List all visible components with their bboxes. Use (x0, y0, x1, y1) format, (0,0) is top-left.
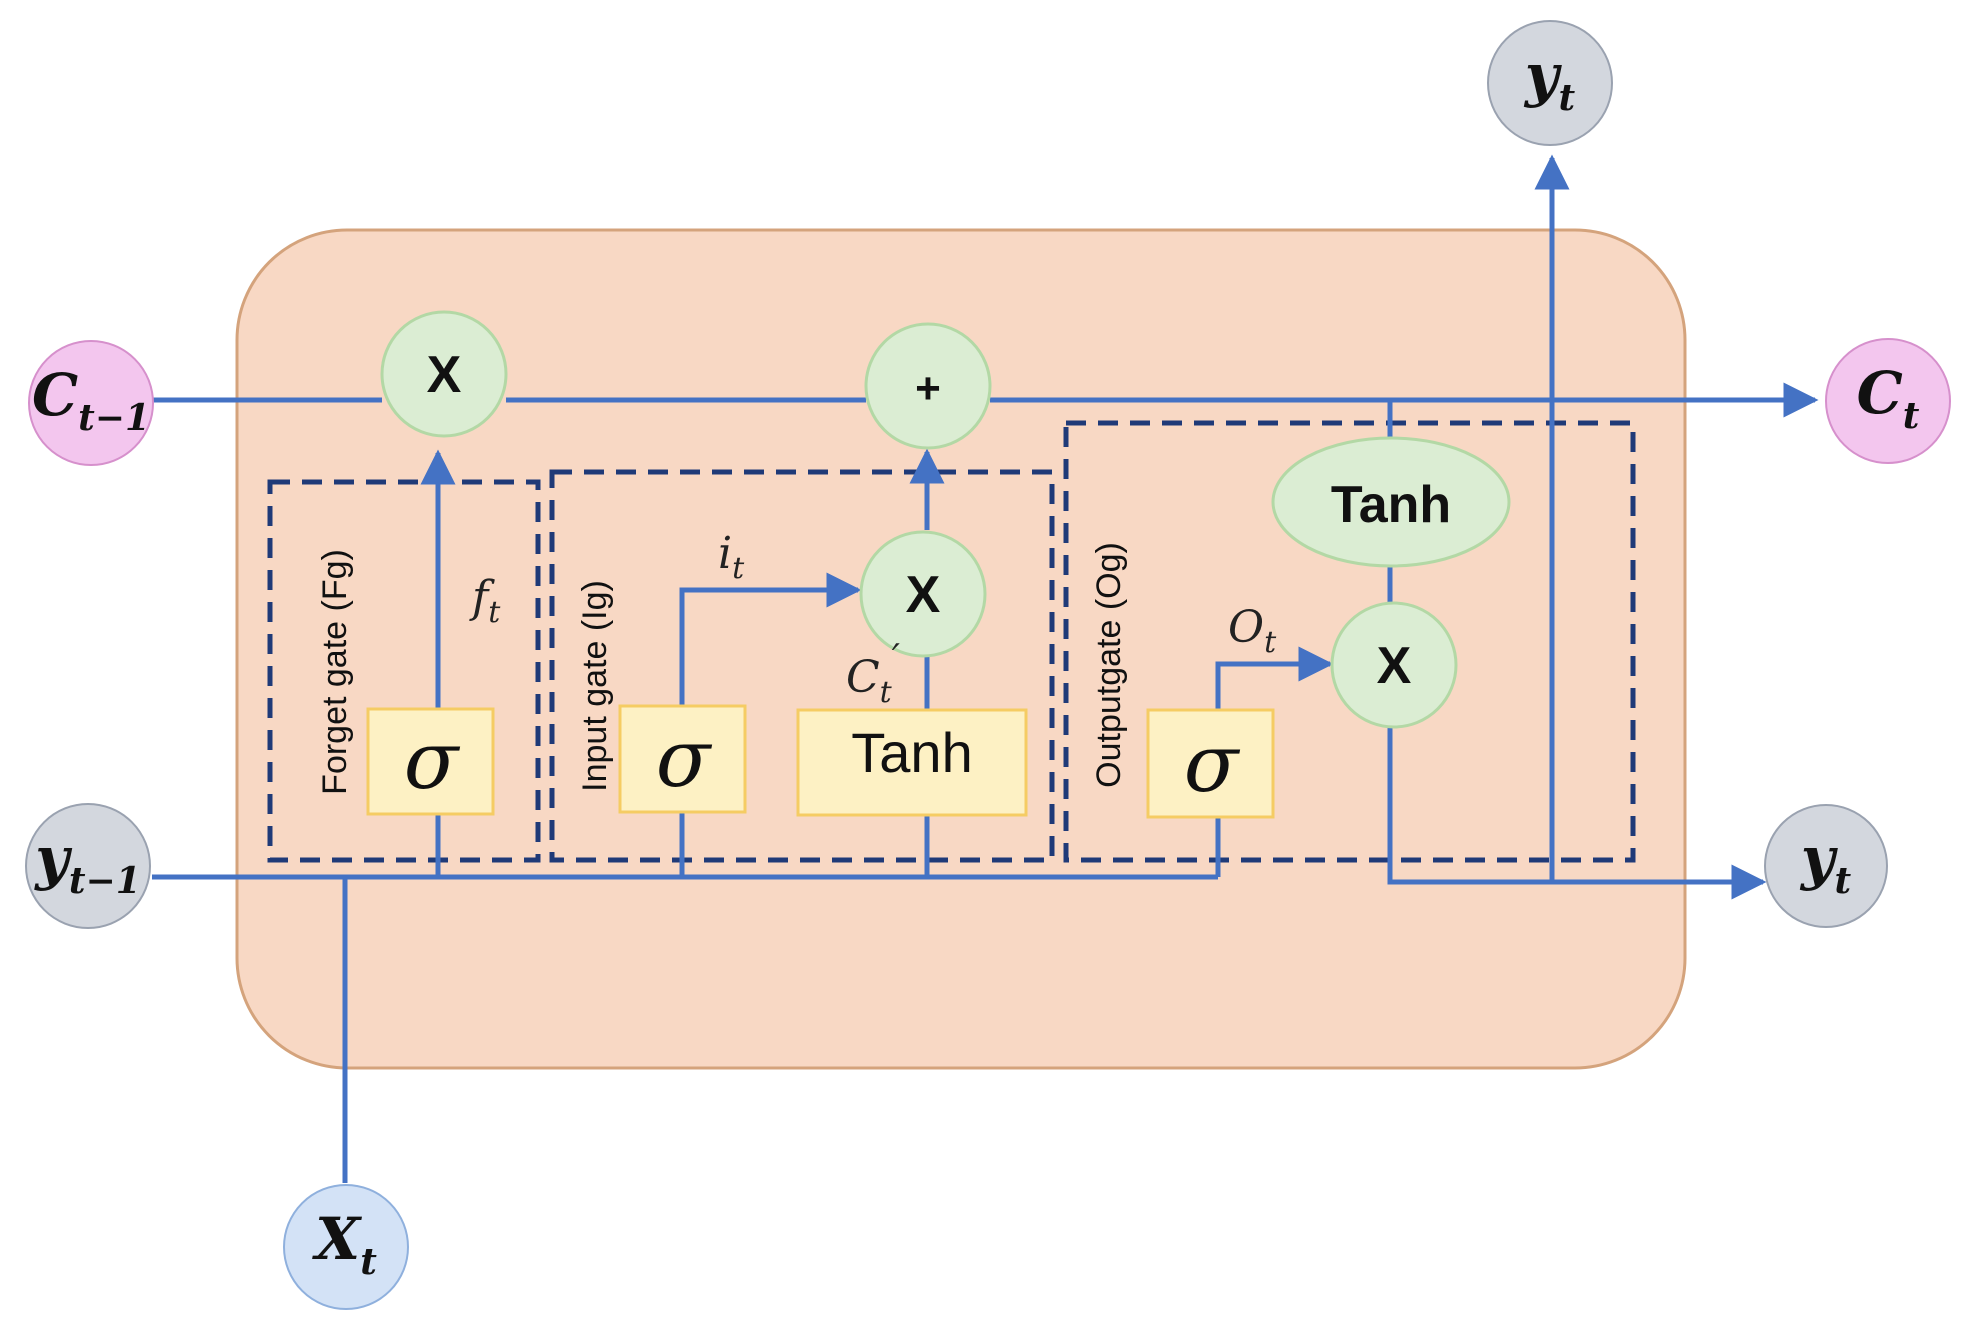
signal-f-sub: t (488, 595, 501, 630)
node-y-prev: yt−1 (25, 803, 151, 929)
node-y-out-right: yt (1764, 804, 1888, 928)
output-tanh-label: Tanh (1331, 476, 1451, 534)
input-sigma-box (618, 704, 747, 814)
signal-c-cand-label: Ct′ (846, 638, 900, 710)
forget-gate-label: Forget gate (Fg) (316, 549, 354, 795)
cell-add-symbol: + (915, 364, 941, 413)
c-next-sub: t (1903, 395, 1920, 437)
input-gate-label: Input gate (Ig) (576, 580, 614, 792)
x-in-sub: t (360, 1241, 377, 1283)
input-sigma-layer: σ (618, 704, 747, 814)
y-out-top-main: y (1523, 41, 1563, 109)
output-gate-box (1063, 420, 1636, 863)
x-in-circle (283, 1184, 409, 1310)
input-tanh-label: Tanh (851, 721, 972, 784)
y-out-right-main: y (1799, 824, 1839, 892)
signal-i-sub: t (732, 551, 745, 586)
svg-text:yt: yt (1799, 824, 1852, 902)
node-x-in: Xt (283, 1184, 409, 1310)
x-in-main: X (311, 1205, 362, 1273)
output-sigma-box (1146, 708, 1275, 819)
cell-add-circle (864, 322, 992, 450)
y-out-top-sub: t (1559, 77, 1576, 119)
forget-mult-symbol: X (427, 346, 462, 404)
node-c-next: Ct (1825, 338, 1951, 464)
c-next-main: C (1857, 359, 1903, 427)
output-sigma-layer: σ (1146, 708, 1275, 819)
y-prev-main: y (33, 824, 73, 892)
signal-i-label: it (718, 528, 745, 586)
input-mult-circle (859, 530, 987, 658)
cell-add-op: + (864, 322, 992, 450)
c-prev-sub: t−1 (78, 397, 150, 439)
input-gate-box (549, 469, 1055, 863)
svg-text:Xt: Xt (311, 1205, 377, 1283)
output-mult-op: X (1330, 601, 1458, 729)
forget-mult-circle (380, 310, 508, 438)
signal-c-cand-sub: t (880, 675, 893, 710)
y-out-right-sub: t (1835, 860, 1852, 902)
signal-o-sub: t (1264, 625, 1277, 660)
connections (152, 154, 1819, 1183)
node-y-out-top: yt (1487, 20, 1613, 146)
output-tanh-op: Tanh (1271, 436, 1511, 568)
signal-o-label: Ot (1228, 602, 1277, 660)
svg-text:Ct−1: Ct−1 (32, 361, 150, 439)
forget-sigma-layer: σ (366, 707, 495, 816)
signal-i-main: i (718, 528, 732, 579)
y-out-top-circle (1487, 20, 1613, 146)
input-sigma-symbol: σ (656, 712, 713, 805)
signal-o-main: O (1228, 602, 1264, 653)
svg-text:yt−1: yt−1 (33, 824, 141, 902)
c-prev-circle (28, 340, 154, 466)
y-prev-circle (25, 803, 151, 929)
input-mult-symbol: X (906, 566, 941, 624)
forget-sigma-symbol: σ (404, 714, 461, 807)
y-prev-sub: t−1 (69, 860, 141, 902)
y-out-right-circle (1764, 804, 1888, 928)
signal-c-cand-main: C (846, 652, 880, 703)
forget-sigma-box (366, 707, 495, 816)
node-c-prev: Ct−1 (28, 340, 154, 466)
input-tanh-box (796, 708, 1028, 817)
forget-mult-op: X (380, 310, 508, 438)
output-mult-symbol: X (1377, 637, 1412, 695)
svg-text:yt: yt (1523, 41, 1576, 119)
output-sigma-symbol: σ (1184, 717, 1241, 810)
c-prev-main: C (32, 361, 78, 429)
forget-gate-box (267, 479, 541, 863)
signal-c-cand-sup: ′ (892, 638, 900, 679)
output-tanh-ellipse (1271, 436, 1511, 568)
c-next-circle (1825, 338, 1951, 464)
output-gate-label: Outputgate (Og) (1090, 542, 1128, 788)
input-mult-op: X (859, 530, 987, 658)
input-tanh-layer: Tanh (796, 708, 1028, 817)
output-mult-to-yt (1387, 727, 1767, 900)
output-mult-circle (1330, 601, 1458, 729)
svg-text:Ct: Ct (1857, 359, 1920, 437)
